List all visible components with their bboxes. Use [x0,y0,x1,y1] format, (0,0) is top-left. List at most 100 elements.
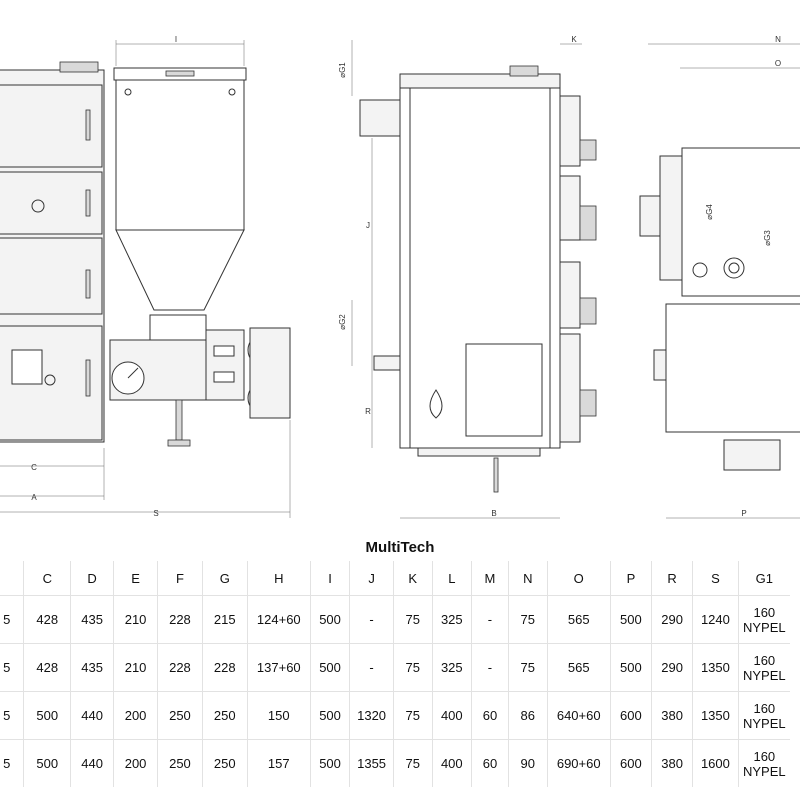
table-cell: 500 [23,691,72,740]
table-cell: 325 [432,643,473,692]
table-cell: - [349,595,394,644]
table-cell: 228 [202,643,248,692]
table-cell: 380 [651,691,694,740]
header-cell: O [547,561,611,596]
table-cell: 500 [310,739,351,787]
table-cell: 640+60 [547,691,611,740]
table-cell: 200 [113,691,159,740]
header-cell: L [432,561,473,596]
dim-label-k: K [571,35,577,44]
table-cell: 86 [508,691,548,740]
table-row: 5 500 440 200 250 250 150 500 1320 75 40… [0,691,790,740]
table-cell: 250 [157,739,203,787]
front-view [0,40,291,518]
table-cell: 160 NYPEL [738,595,790,644]
header-cell: F [157,561,203,596]
table-cell: 137+60 [247,643,311,692]
table-cell: 160 NYPEL [738,643,790,692]
table-cell: 5 [0,595,25,644]
table-cell: 600 [610,739,653,787]
table-cell: 250 [157,691,203,740]
table-cell: 500 [310,643,351,692]
table-cell: 210 [113,643,159,692]
dim-label-n: N [775,35,781,44]
table-cell: 5 [0,739,25,787]
table-cell: 150 [247,691,311,740]
table-cell: 428 [23,595,72,644]
table-cell: 75 [508,643,548,692]
table-cell: 200 [113,739,159,787]
table-cell: 435 [70,643,115,692]
table-cell: 75 [508,595,548,644]
table-cell: 690+60 [547,739,611,787]
table-cell: 1350 [692,643,739,692]
dim-label-o: O [775,59,781,68]
table-cell: 290 [651,595,694,644]
header-cell: J [349,561,394,596]
table-cell: 440 [70,691,115,740]
dim-label-r: R [365,407,371,416]
table-cell: 250 [202,739,248,787]
table-cell: 565 [547,643,611,692]
table-cell: - [349,643,394,692]
dim-label-g4: ⌀G4 [705,204,714,220]
dim-label-i: I [175,35,177,44]
table-title: MultiTech [365,539,435,556]
side-view [351,40,597,519]
table-cell: 600 [610,691,653,740]
table-cell: 75 [393,643,433,692]
table-cell: 160 NYPEL [738,691,790,740]
dimensions-table: C D E F G H I J K L M N O P R S G1 5 428… [0,561,790,787]
technical-drawing: I C A S K ⌀G1 J ⌀G2 R B N O ⌀G4 ⌀G3 P [0,35,800,519]
table-cell: 215 [202,595,248,644]
header-cell [0,561,25,596]
table-cell: 400 [432,691,473,740]
header-cell: P [610,561,653,596]
header-cell: R [651,561,694,596]
table-cell: 1350 [692,691,739,740]
dim-label-b: B [491,509,496,518]
table-cell: - [471,595,509,644]
header-cell: G1 [755,570,773,586]
table-cell: 1355 [349,739,394,787]
table-cell: 210 [113,595,159,644]
header-cell: H [247,561,311,596]
table-cell: 500 [310,691,351,740]
table-cell: 500 [23,739,72,787]
table-cell: 1240 [692,595,739,644]
header-cell: K [393,561,433,596]
table-cell: 500 [610,643,653,692]
table-cell: 228 [157,595,203,644]
table-cell: 435 [70,595,115,644]
table-cell: 440 [70,739,115,787]
table-cell: - [471,643,509,692]
table-cell: 290 [651,643,694,692]
table-cell: 500 [310,595,351,644]
dim-label-s: S [153,509,158,518]
dim-label-j: J [366,221,370,230]
table-cell: 60 [471,739,509,787]
table-header-row: C D E F G H I J K L M N O P R S G1 [0,561,790,596]
dim-label-g3: ⌀G3 [763,230,772,246]
table-cell: 380 [651,739,694,787]
table-row: 5 500 440 200 250 250 157 500 1355 75 40… [0,739,790,787]
table-cell: 1600 [692,739,739,787]
table-cell: 228 [157,643,203,692]
dim-label-p: P [741,509,746,518]
table-cell: 160 NYPEL [738,739,790,787]
table-cell: 400 [432,739,473,787]
table-cell: 60 [471,691,509,740]
dim-label-c: C [31,463,37,472]
table-cell: 250 [202,691,248,740]
table-cell: 90 [508,739,548,787]
header-cell: E [113,561,159,596]
table-cell: 75 [393,691,433,740]
header-cell: N [508,561,548,596]
header-cell: I [310,561,351,596]
table-row: 5 428 435 210 228 228 137+60 500 - 75 32… [0,643,790,692]
dim-label-g1: ⌀G1 [338,62,347,78]
dim-label-a: A [31,493,37,502]
table-cell: 75 [393,595,433,644]
dim-label-g2: ⌀G2 [338,314,347,330]
header-cell: C [23,561,72,596]
